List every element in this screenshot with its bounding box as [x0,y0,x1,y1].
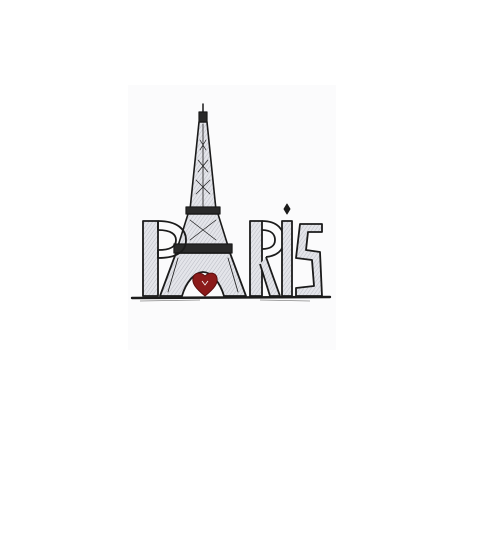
ground-line [130,295,332,300]
paper-background [128,85,336,350]
eiffel-tower-icon [159,103,247,297]
letter-p [142,220,187,297]
